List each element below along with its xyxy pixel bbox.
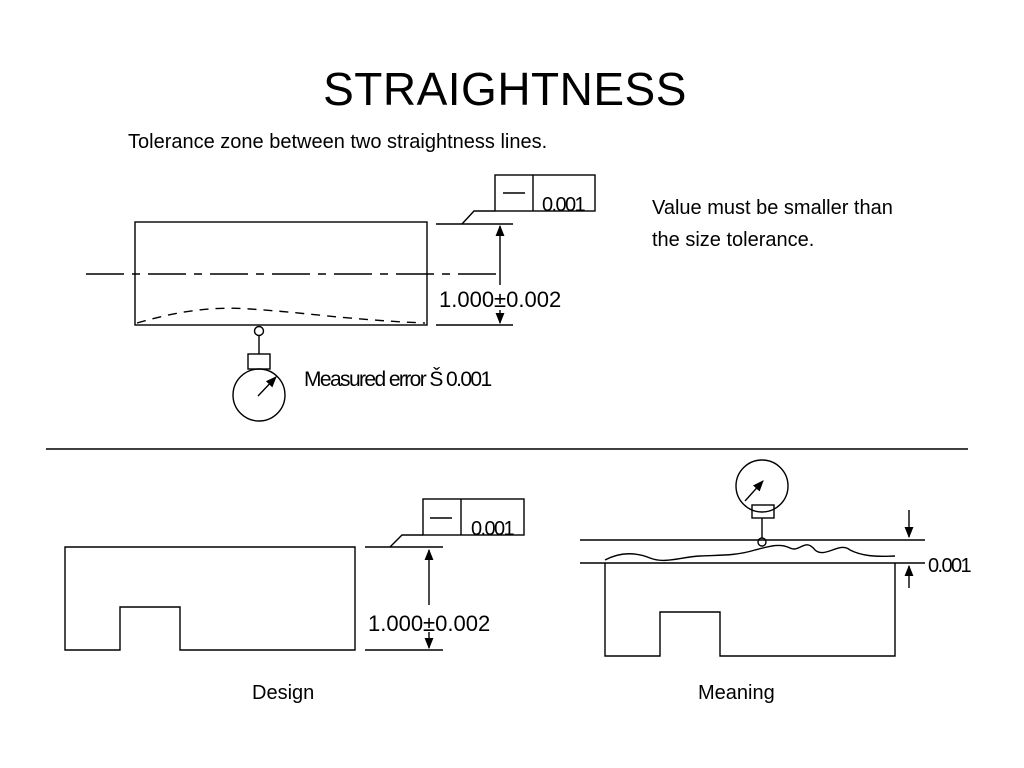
meaning-part-outline xyxy=(604,563,896,657)
design-caption: Design xyxy=(252,682,315,704)
slide-subtitle: Tolerance zone between two straightness … xyxy=(128,131,548,153)
design-diagram xyxy=(64,498,525,651)
top-indicator-needle xyxy=(257,376,277,397)
meaning-indicator-dial-icon xyxy=(735,459,789,513)
meaning-caption: Meaning xyxy=(698,682,775,704)
top-size-dimension: 1.000±0.002 xyxy=(439,287,561,312)
design-fcf-leader xyxy=(389,534,423,548)
meaning-indicator-body xyxy=(751,504,775,519)
slide-title: STRAIGHTNESS xyxy=(323,63,687,115)
top-deviation-curve xyxy=(136,307,426,324)
top-measured-label: Measured error Š 0.001 xyxy=(304,368,492,391)
design-fcf-frame xyxy=(422,498,525,536)
top-indicator-body xyxy=(247,353,271,370)
top-diagram xyxy=(86,174,596,422)
meaning-zone-value: 0.001 xyxy=(928,555,972,577)
note-line-2: the size tolerance. xyxy=(652,229,815,251)
note-line-1: Value must be smaller than xyxy=(652,197,893,219)
size-tolerance-note: Value must be smaller than the size tole… xyxy=(652,192,982,256)
top-fcf-leader xyxy=(461,210,495,225)
design-size-dimension: 1.000±0.002 xyxy=(368,611,490,636)
meaning-wavy-surface xyxy=(604,544,896,562)
design-part-outline xyxy=(64,546,356,651)
top-fcf-frame xyxy=(494,174,596,212)
top-fcf-value: 0.001 xyxy=(542,194,586,216)
meaning-indicator-needle xyxy=(744,480,764,502)
meaning-diagram xyxy=(580,459,925,657)
meaning-indicator-tip xyxy=(757,537,767,547)
top-indicator-tip xyxy=(253,325,265,337)
top-indicator-dial-icon xyxy=(232,368,286,422)
design-fcf-value: 0.001 xyxy=(471,518,515,540)
